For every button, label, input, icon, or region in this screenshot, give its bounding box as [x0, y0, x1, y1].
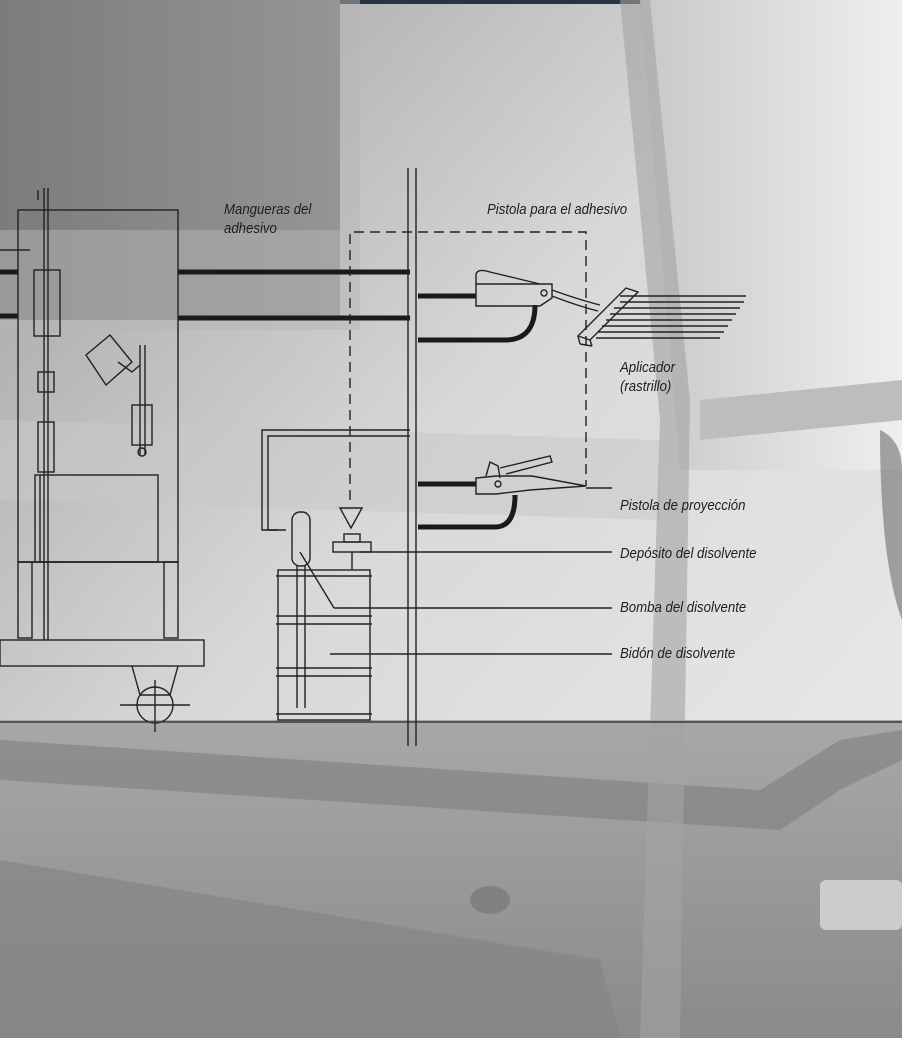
label-adhesive-hoses-line2: adhesivo	[224, 220, 277, 237]
label-solvent-reservoir: Depósito del disolvente	[620, 545, 757, 562]
label-applicator-line1: Aplicador	[620, 359, 676, 376]
label-adhesive-hoses-line1: Mangueras del	[224, 201, 312, 218]
label-applicator: Aplicador (rastrillo)	[620, 358, 675, 396]
label-solvent-pump: Bomba del disolvente	[620, 599, 747, 616]
label-applicator-line2: (rastrillo)	[620, 378, 672, 395]
label-adhesive-hoses: Mangueras del adhesivo	[224, 200, 311, 238]
label-adhesive-gun: Pistola para el adhesivo	[487, 201, 628, 218]
label-solvent-drum: Bidón de disolvente	[620, 645, 736, 662]
label-spray-gun: Pistola de proyección	[620, 497, 746, 514]
